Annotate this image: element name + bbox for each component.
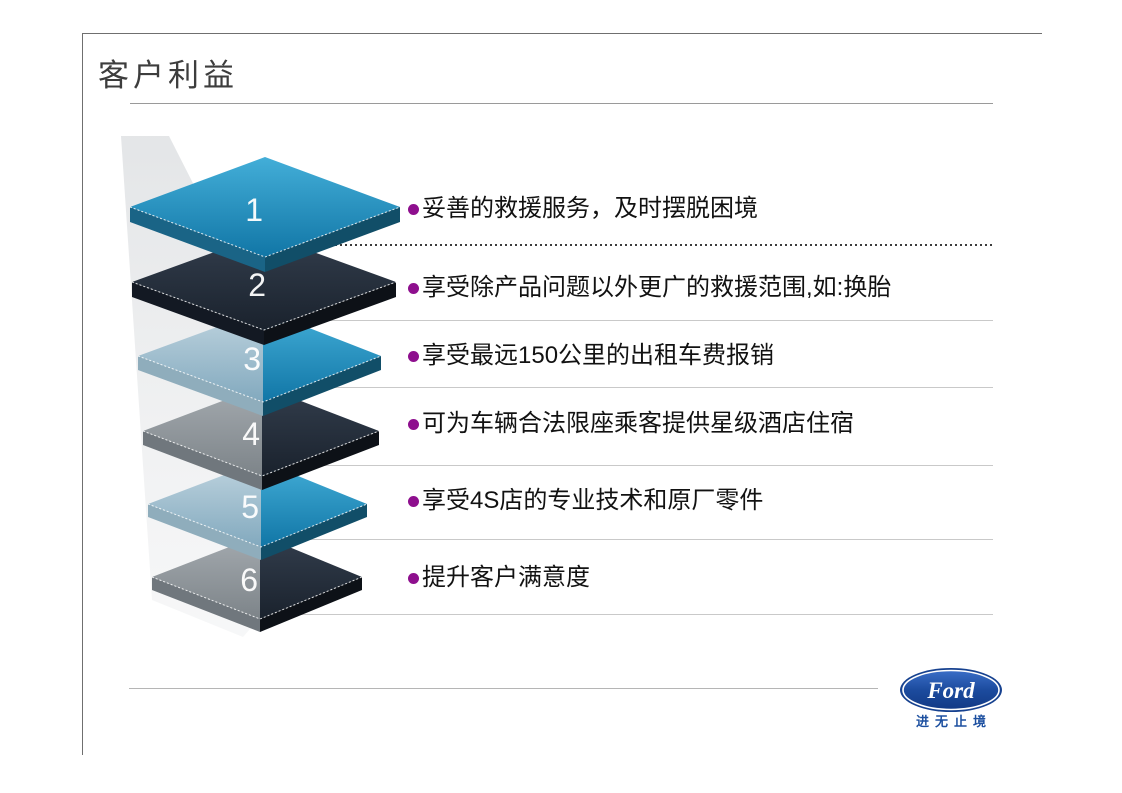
layer5-number: 5 (241, 489, 259, 525)
row-divider-4 (295, 465, 993, 466)
stack-layer-5: 5 (147, 461, 368, 560)
bullet-dot (408, 418, 419, 430)
layer2-top (132, 234, 396, 330)
row-divider-6 (295, 614, 993, 615)
layer4-top-right (262, 386, 379, 476)
ford-oval-inner (902, 669, 1000, 711)
row-divider-3 (295, 387, 993, 388)
bullet-row-3: 享受最远150公里的出租车费报销 (408, 341, 774, 371)
layer1-top (130, 157, 400, 257)
slide-frame-left-line (82, 33, 83, 755)
bullet-dot (408, 495, 419, 507)
layer4-side-left (143, 431, 262, 490)
stack-layer-2: 2 (131, 234, 397, 345)
layer3-number: 3 (243, 341, 261, 377)
layer2-number: 2 (248, 267, 266, 303)
bullet-row-2: 享受除产品问题以外更广的救援范围,如:换胎 (408, 273, 891, 303)
layer5-top-left (148, 461, 261, 547)
bullet-row-6: 提升客户满意度 (408, 563, 590, 593)
layer3-side-right (263, 356, 381, 416)
layer3-top-right (263, 310, 381, 402)
layer6-top-left (152, 535, 260, 619)
layer6-number: 6 (240, 562, 258, 598)
layer6-side-left (152, 577, 260, 632)
bullet-row-1: 妥善的救援服务，及时摆脱困境 (408, 194, 758, 224)
footer-rule (129, 688, 878, 689)
layer4-number: 4 (242, 416, 260, 452)
bullet-dot (408, 572, 419, 584)
layer2-side-left (132, 282, 264, 345)
bullet-row-4: 可为车辆合法限座乘客提供星级酒店住宿 (408, 409, 854, 439)
stack-layer-3: 3 (137, 310, 382, 416)
layer4-top-left (143, 386, 262, 476)
slide-frame-top-line (82, 33, 1042, 34)
bullet-dot (408, 203, 419, 215)
layer1-side-right (265, 207, 400, 272)
ford-logo-text: Ford (926, 678, 975, 703)
layer1-edge-highlight (129, 206, 401, 258)
bullet-row-5: 享受4S店的专业技术和原厂零件 (408, 486, 763, 516)
bullet-text-1: 妥善的救援服务，及时摆脱困境 (422, 195, 758, 222)
bullet-text-6: 提升客户满意度 (422, 564, 590, 591)
layer2-edge-highlight (131, 281, 397, 331)
row-divider-1 (295, 244, 993, 246)
layer3-side-left (138, 356, 263, 416)
stack-layer-1: 1 (129, 157, 401, 272)
stack-layer-6: 6 (151, 535, 363, 632)
layer3-edge-highlight (137, 355, 382, 403)
bullet-text-2: 享受除产品问题以外更广的救援范围,如:换胎 (422, 274, 892, 301)
layer4-edge-highlight (142, 430, 380, 477)
layer6-edge-highlight (151, 576, 363, 620)
title-underline (130, 103, 993, 104)
layer3-top-left (138, 310, 263, 402)
bullet-text-4: 可为车辆合法限座乘客提供星级酒店住宿 (422, 410, 854, 437)
ford-tagline: 进无止境 (915, 714, 992, 729)
bullet-text-5: 享受4S店的专业技术和原厂零件 (422, 487, 764, 514)
bullet-text-3: 享受最远150公里的出租车费报销 (422, 342, 775, 369)
bullet-dot (408, 282, 419, 294)
layer1-side-left (130, 207, 265, 272)
layer1-number: 1 (245, 192, 263, 228)
row-divider-2 (295, 320, 993, 321)
bullet-dot (408, 350, 419, 362)
row-divider-5 (295, 539, 993, 540)
ford-logo: Ford (900, 668, 1002, 712)
layer5-edge-highlight (147, 503, 368, 548)
layer5-side-right (261, 504, 367, 560)
background-funnel-shape (121, 136, 265, 637)
page-title: 客户利益 (98, 58, 238, 93)
stack-layer-4: 4 (142, 386, 380, 490)
layer2-side-right (264, 282, 396, 345)
layer6-top-right (260, 535, 362, 619)
layer6-side-right (260, 577, 362, 632)
layer4-side-right (262, 431, 379, 490)
layer5-top-right (261, 461, 367, 547)
layer5-side-left (148, 504, 261, 560)
